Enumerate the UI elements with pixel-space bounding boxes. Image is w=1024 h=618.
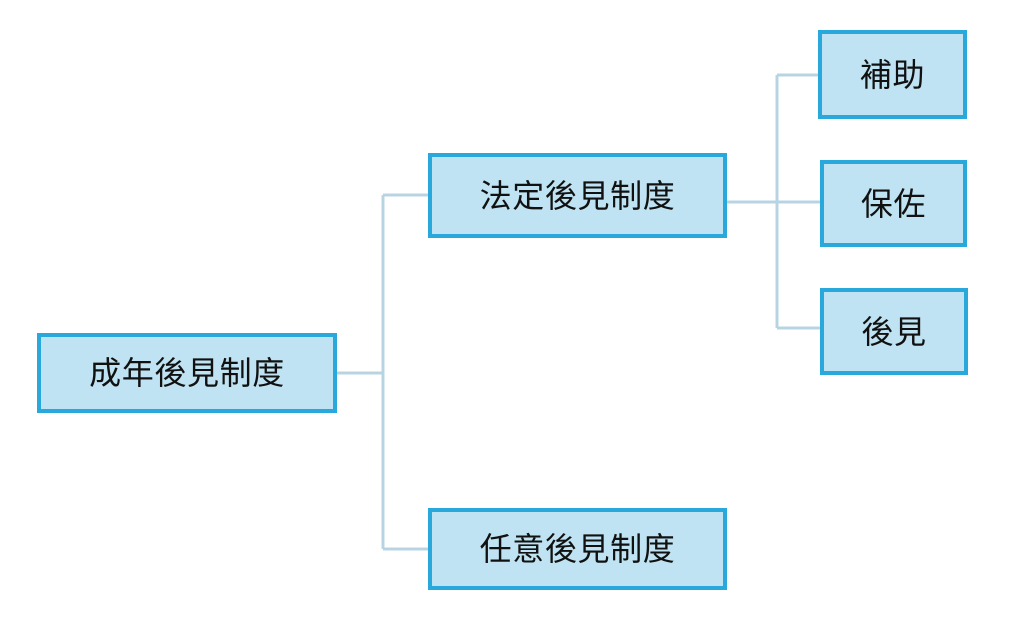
- node-curatorship[interactable]: 保佐: [820, 160, 967, 247]
- node-assistance[interactable]: 補助: [818, 30, 967, 119]
- node-label: 成年後見制度: [89, 354, 285, 392]
- node-label: 補助: [859, 55, 926, 94]
- node-guardianship[interactable]: 後見: [820, 288, 968, 375]
- node-adult-guardianship-system[interactable]: 成年後見制度: [37, 333, 337, 413]
- node-statutory-guardianship-system[interactable]: 法定後見制度: [428, 153, 727, 238]
- node-label: 後見: [861, 312, 927, 351]
- node-label: 法定後見制度: [479, 176, 676, 215]
- node-label: 保佐: [860, 184, 927, 223]
- node-label: 任意後見制度: [479, 530, 676, 568]
- node-voluntary-guardianship-system[interactable]: 任意後見制度: [428, 508, 727, 590]
